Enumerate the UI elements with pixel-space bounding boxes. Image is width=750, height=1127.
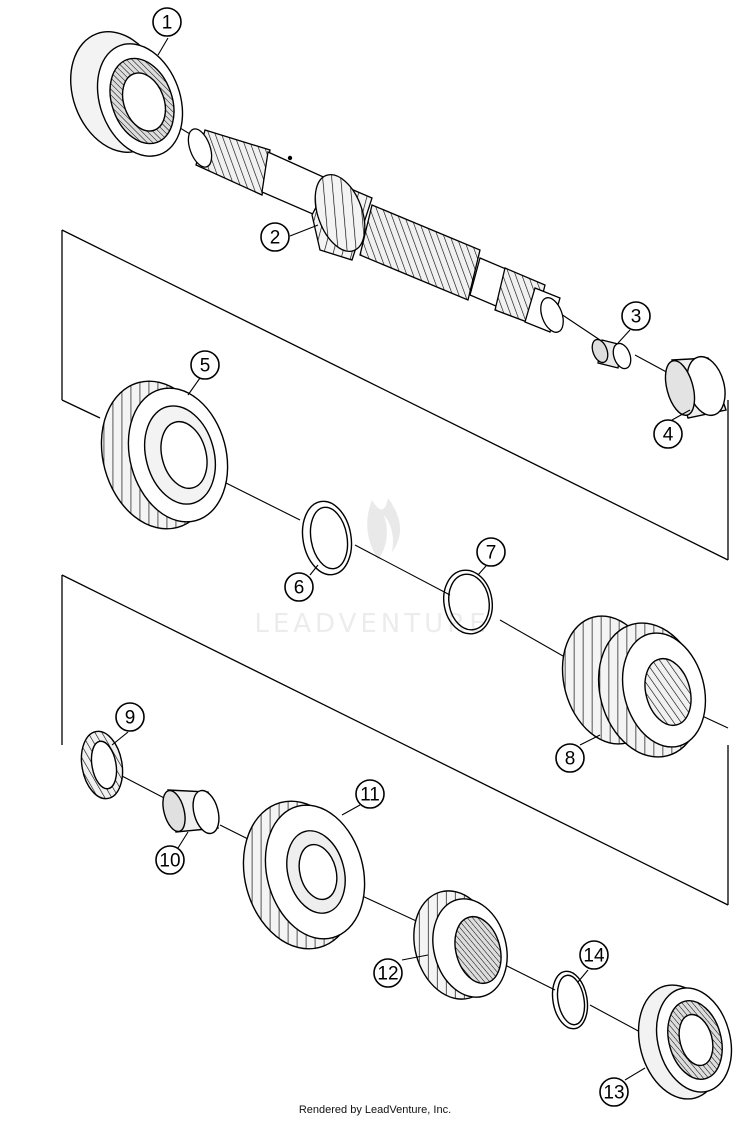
svg-text:8: 8 [565,749,576,770]
washer-14 [551,970,589,1030]
watermark-text: LEADVENTURE [254,609,489,639]
callout-14: 14 [579,940,609,970]
callout-9: 9 [115,702,145,732]
svg-text:1: 1 [162,13,173,34]
svg-text:11: 11 [360,785,380,806]
svg-text:12: 12 [377,964,398,985]
callout-6: 6 [284,572,314,602]
callout-5: 5 [190,350,220,380]
svg-text:14: 14 [583,946,605,967]
gear-12 [413,890,508,1000]
callout-10: 10 [155,845,185,875]
callout-7: 7 [476,537,506,567]
callout-13: 13 [599,1077,629,1107]
svg-text:3: 3 [631,307,642,328]
footer-credit: Rendered by LeadVenture, Inc. [298,1104,452,1116]
gear-11 [242,800,366,950]
svg-text:13: 13 [603,1083,624,1104]
roller-bearing-top [69,31,184,157]
gear-5 [100,380,229,530]
svg-text:2: 2 [270,228,281,249]
svg-text:4: 4 [663,425,674,446]
svg-text:9: 9 [125,708,136,729]
main-shaft [187,128,564,333]
svg-text:6: 6 [294,578,305,599]
bushing-4 [664,355,727,419]
callout-12: 12 [373,958,403,988]
circlip-7 [443,569,493,635]
group-frame-lower [61,574,729,906]
small-bushing [591,338,632,370]
ring-6 [301,500,353,576]
callout-2: 2 [260,222,290,252]
group-frame-upper [61,229,729,561]
bushing-10 [162,789,220,835]
callout-1: 1 [152,7,182,37]
callout-11: 11 [355,779,385,809]
callout-8: 8 [555,743,585,773]
svg-text:7: 7 [486,543,497,564]
callout-leaders [111,37,691,1081]
svg-text:10: 10 [159,851,180,872]
roller-bearing-bottom [637,984,733,1100]
svg-text:5: 5 [200,356,211,377]
callout-4: 4 [653,419,683,449]
gear-8 [561,615,707,758]
splined-washer-9 [80,730,124,800]
callout-3: 3 [621,301,651,331]
